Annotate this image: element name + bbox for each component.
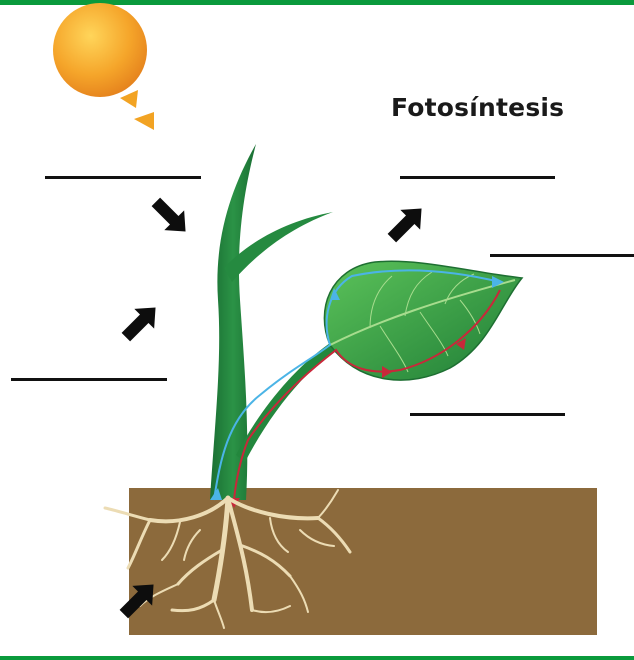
label-blank-mid-right: [410, 413, 565, 416]
label-blank-mid-left: [11, 378, 167, 381]
sun-icon: [53, 3, 154, 130]
label-blank-top-left: [45, 176, 201, 179]
bottom-border: [0, 656, 634, 660]
label-blank-right: [490, 254, 634, 257]
soil-block: [129, 488, 597, 635]
label-blank-top-right: [400, 176, 555, 179]
